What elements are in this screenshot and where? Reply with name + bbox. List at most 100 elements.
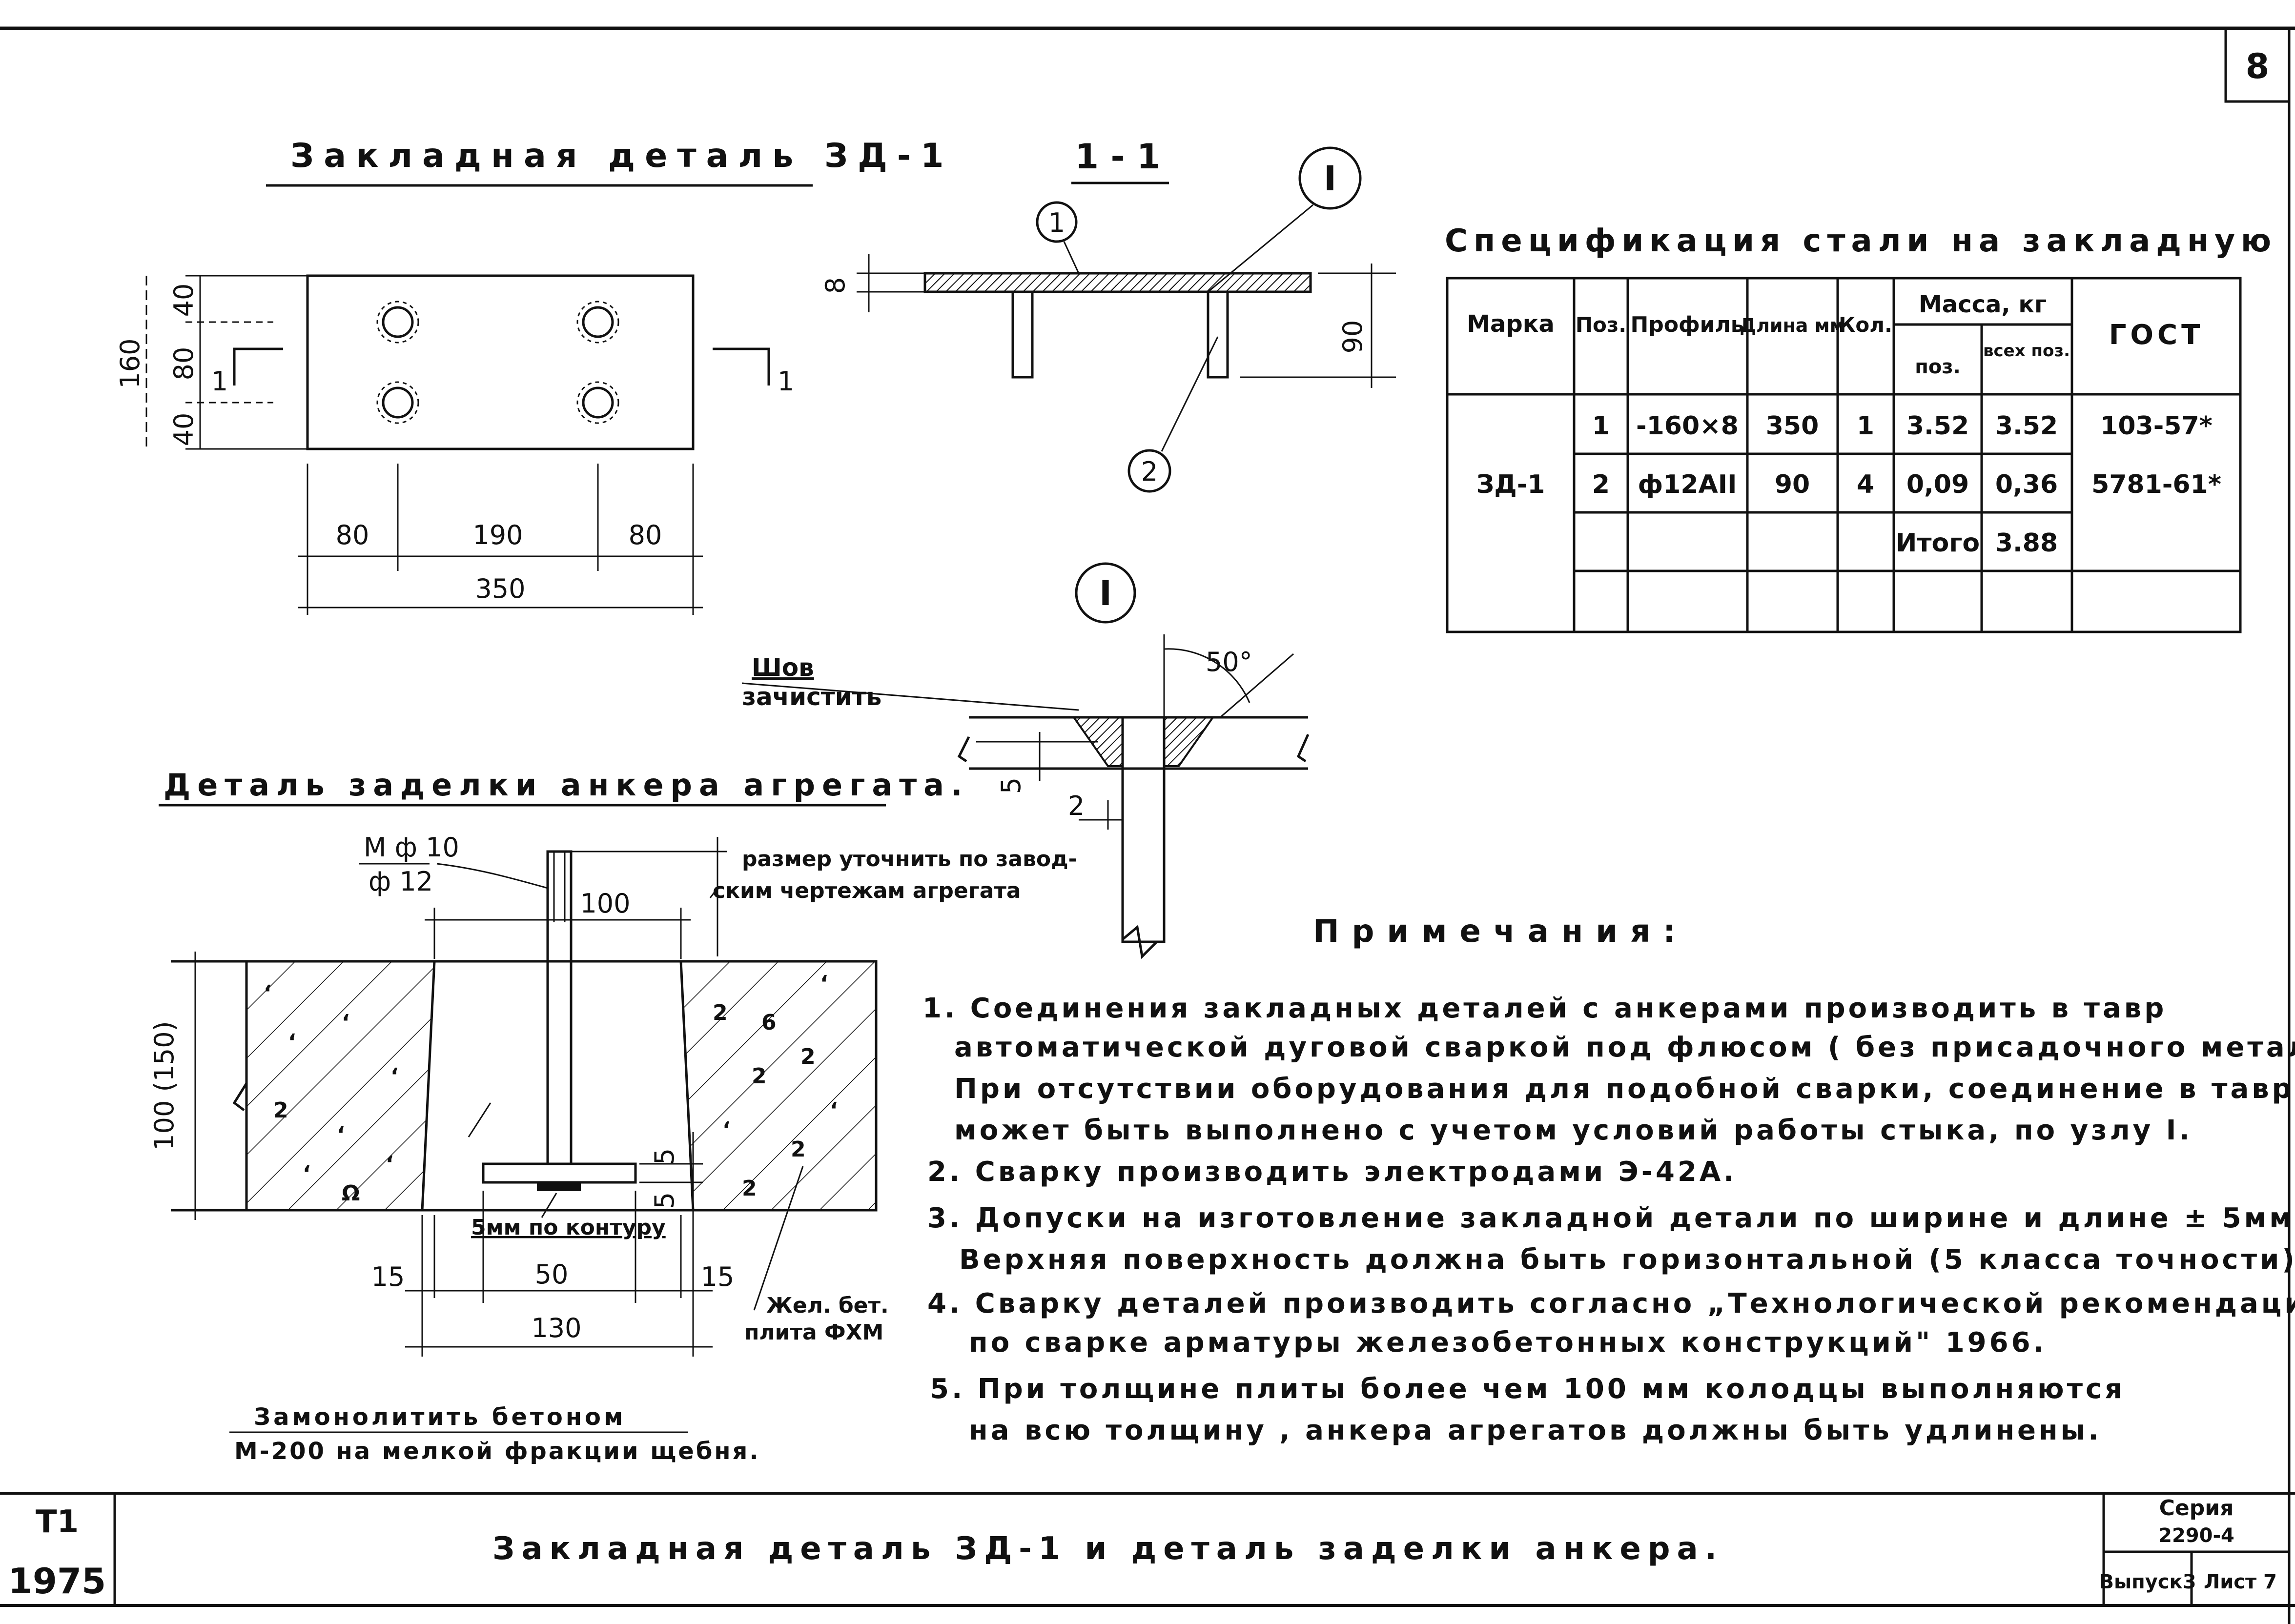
svg-text:2: 2 [1592,470,1610,499]
svg-text:40: 40 [168,413,199,447]
plan-vertical-dims: 160 40 80 40 [115,275,307,450]
svg-text:4: 4 [1857,470,1874,499]
note-line: При отсутствии оборудования для подобной… [954,1073,2295,1105]
svg-text:плита ФХМ: плита ФХМ [744,1320,883,1345]
svg-text:350: 350 [1766,411,1819,441]
section-title: 1 - 1 [1075,137,1160,177]
spec-table: Спецификация стали на закладную деталь М… [1445,223,2295,633]
spec-title: Спецификация стали на закладную деталь [1445,223,2295,259]
svg-text:90: 90 [1775,470,1810,499]
svg-text:ʻ: ʻ [722,1117,731,1142]
weld-label-2: зачистить [742,683,881,711]
anchor-callouts: М ф 10 ф 12 размер уточнить по завод- ск… [359,832,1077,956]
spec-row-2: 2 ф12АII 90 4 0,09 0,36 5781-61* [1592,470,2221,499]
note-line: на всю толщину , анкера агрегатов должны… [969,1415,2102,1446]
svg-text:ʻ: ʻ [337,1122,345,1147]
note-line: может быть выполнено с учетом условий ра… [954,1115,2193,1146]
node-I-detail: I Шов зачистить 50° 5 2 [741,562,1310,959]
svg-text:Замонолитить бетоном: Замонолитить бетоном [254,1403,626,1431]
svg-text:Кол.: Кол. [1839,313,1892,337]
svg-text:-160×8: -160×8 [1636,411,1739,441]
anchor-bar-right [1207,290,1229,379]
note-line: 5. При толщине плиты более чем 100 мм ко… [930,1373,2125,1405]
note-line: Верхняя поверхность должна быть горизонт… [959,1244,2295,1276]
svg-text:2: 2 [742,1176,757,1201]
series-value: 2290-4 [2158,1524,2234,1547]
svg-text:размер уточнить по завод-: размер уточнить по завод- [742,847,1077,872]
svg-text:1: 1 [778,366,794,397]
sheet-number: 8 [2246,46,2270,86]
plan-view: Закладная деталь ЗД-1 1 1 160 40 80 40 [115,137,953,615]
svg-text:3.52: 3.52 [1995,411,2058,441]
note-line: по сварке арматуры железобетонных констр… [969,1327,2047,1359]
svg-text:8: 8 [820,277,851,294]
svg-text:ʻ: ʻ [390,1064,399,1089]
svg-text:Масса, кг: Масса, кг [1919,291,2047,318]
svg-text:2: 2 [273,1098,288,1123]
svg-text:ʻ: ʻ [342,1010,350,1035]
angle-label: 50° [1206,647,1252,677]
note-line: автоматической дуговой сваркой под флюсо… [954,1032,2295,1063]
svg-text:ʻ: ʻ [386,1152,394,1177]
svg-text:М-200 на мелкой фракции щебня.: М-200 на мелкой фракции щебня. [234,1438,760,1465]
svg-text:100 (150): 100 (150) [149,1021,180,1150]
sheet-id: Лист 7 [2204,1571,2277,1593]
svg-text:100: 100 [580,888,630,919]
svg-text:103-57*: 103-57* [2100,411,2213,441]
svg-text:50: 50 [535,1259,569,1290]
svg-text:ГОСТ: ГОСТ [2109,319,2204,351]
svg-text:0,09: 0,09 [1906,470,1969,499]
node-I-title: I [1099,573,1112,613]
svg-text:5мм по контуру: 5мм по контуру [471,1215,666,1240]
svg-text:15: 15 [371,1261,405,1292]
svg-text:80: 80 [629,520,662,550]
svg-text:2: 2 [791,1137,806,1162]
plan-title: Закладная деталь ЗД-1 [290,137,953,175]
svg-text:ʻ: ʻ [264,981,272,1006]
anchor-base-plate [482,1162,637,1184]
anchor-holes [376,301,619,424]
svg-text:80: 80 [336,520,369,550]
spec-total-label: Итого [1896,528,1980,558]
svg-text:Длина мм: Длина мм [1740,315,1845,336]
stamp-year: 1975 [8,1561,106,1602]
svg-text:всех поз.: всех поз. [1983,341,2070,361]
svg-text:ским чертежам агрегата: ским чертежам агрегата [713,878,1021,903]
svg-text:6: 6 [761,1010,777,1035]
svg-text:М ф 10: М ф 10 [364,832,459,863]
svg-text:160: 160 [115,338,145,388]
svg-text:40: 40 [168,284,199,317]
svg-text:80: 80 [168,347,199,381]
svg-text:ʻ: ʻ [303,1161,311,1186]
anchor-detail: Деталь заделки анкера агрегата. ʻʻʻ 2ʻʻ … [149,767,1077,1465]
anchor-bar-left [1011,290,1034,379]
spec-mark: ЗД-1 [1476,470,1545,499]
svg-text:0,36: 0,36 [1995,470,2058,499]
svg-text:2: 2 [752,1064,767,1089]
spec-row-1: 1 -160×8 350 1 3.52 3.52 103-57* [1592,411,2213,441]
svg-text:5: 5 [649,1148,680,1165]
svg-text:90: 90 [1337,320,1368,354]
notes-block: Примечания: 1. Соединения закладных дета… [922,914,2295,1446]
svg-text:3.52: 3.52 [1906,411,1969,441]
note-line: 2. Сварку производить электродами Э-42А. [927,1156,1737,1188]
anchor-dims: 100 100 (150) 5 5 5мм по контуру 15 50 1… [149,888,734,1357]
svg-text:ʻ: ʻ [288,1030,296,1055]
notes-heading: Примечания: [1313,914,1688,950]
issue-number: Выпуск3 [2099,1571,2196,1593]
svg-text:1: 1 [1857,411,1874,441]
callout-pos2: 2 [1141,456,1158,487]
svg-text:2: 2 [1068,791,1085,821]
svg-text:Профиль: Профиль [1630,312,1744,337]
note-line: 4. Сварку деталей производить согласно „… [927,1288,2295,1320]
anchor-title: Деталь заделки анкера агрегата. [164,767,969,803]
sheet-frame [0,26,2295,1624]
svg-text:130: 130 [531,1313,581,1343]
svg-text:5: 5 [996,777,1026,794]
svg-text:190: 190 [472,520,523,550]
anchor-bolt [546,850,573,1165]
title-block: Т1 1975 Закладная деталь ЗД-1 и деталь з… [0,1492,2295,1607]
stamp-code: Т1 [36,1504,79,1540]
section-cut-marks: 1 1 [211,347,794,397]
svg-text:ʻ: ʻ [820,971,828,996]
